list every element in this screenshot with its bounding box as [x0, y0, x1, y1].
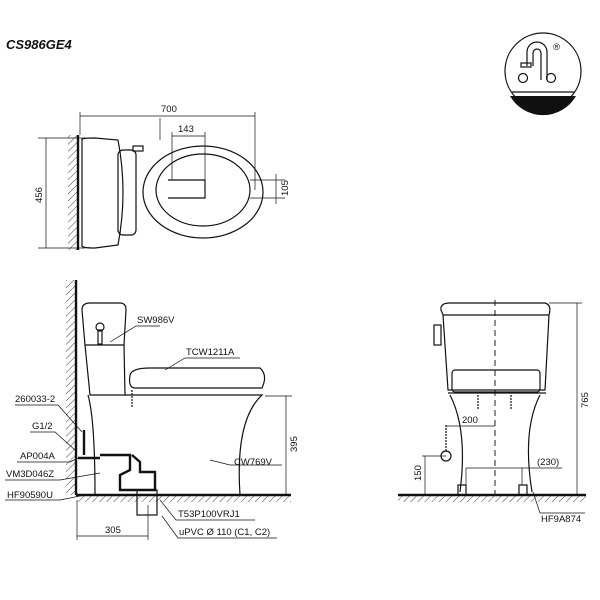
side-view: 395 305 SW986V TCW1211A 260033-2 G1/2 AP… [5, 280, 300, 540]
label-hf90590u: HF90590U [7, 490, 53, 501]
model-title: CS986GE4 [6, 37, 72, 52]
label-260033-2: 260033-2 [15, 394, 55, 405]
dim-depth: 456 [34, 187, 45, 203]
dim-height: 395 [289, 436, 300, 452]
front-view: 765 200 150 (230) HF9A874 [398, 300, 591, 525]
dim-rough-in: 305 [105, 525, 121, 536]
dim-outlet: 143 [178, 124, 194, 135]
dim-front-height: 765 [580, 392, 591, 408]
dim-offset: 105 [280, 180, 291, 196]
label-vm3d046z: VM3D046Z [6, 469, 54, 480]
label-cw769v: CW769V [234, 457, 273, 468]
water-saving-logo-icon: ® [504, 32, 582, 116]
label-t53p100vrj1: T53P100VRJ1 [178, 509, 240, 520]
dim-bolts: (230) [537, 457, 559, 468]
dim-width: 700 [161, 104, 177, 115]
label-upvc: uPVC Ø 110 (C1, C2) [179, 527, 270, 538]
dim-supply: 200 [462, 415, 478, 426]
dim-supply-height: 150 [413, 465, 424, 481]
label-hf9a874: HF9A874 [541, 514, 581, 525]
label-g12: G1/2 [32, 421, 53, 432]
svg-text:®: ® [553, 42, 560, 53]
label-ap004a: AP004A [20, 451, 56, 462]
label-sw986v: SW986V [137, 315, 175, 326]
label-tcw1211a: TCW1211A [186, 347, 235, 358]
top-view: 700 143 105 456 [34, 104, 291, 250]
